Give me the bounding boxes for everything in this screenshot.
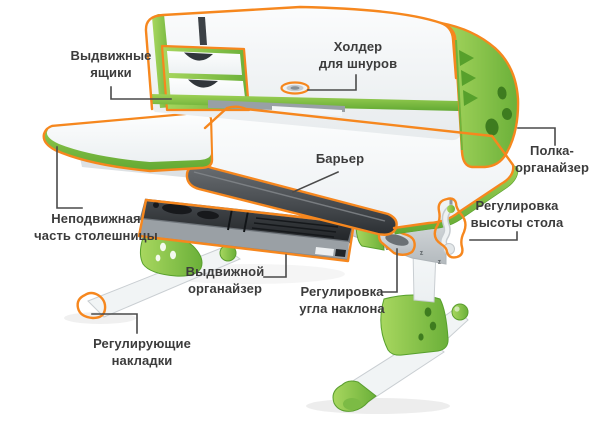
callout-barrier bbox=[291, 170, 340, 194]
hutch-shelf-edge bbox=[150, 94, 459, 111]
label-line: органайзер bbox=[187, 280, 263, 296]
callout-pullout-organizer bbox=[263, 254, 287, 278]
label-line: Выдвижные bbox=[70, 48, 152, 63]
label-line: органайзер bbox=[514, 159, 590, 175]
label-height-adjustment: Регулировка высоты стола bbox=[471, 198, 564, 231]
hutch-outline bbox=[144, 5, 458, 111]
callout-shelf-organizer bbox=[517, 127, 556, 146]
svg-text:z: z bbox=[419, 249, 424, 256]
label-line: ящики bbox=[90, 64, 132, 80]
pullout-organizer-tray bbox=[137, 198, 356, 263]
foot-pad-highlight bbox=[76, 291, 107, 320]
callout-tilt-adjustment bbox=[382, 248, 398, 293]
label-adjusting-pads: Регулирующие накладки bbox=[93, 336, 191, 369]
callout-lines bbox=[56, 74, 556, 334]
label-line: Регулировка bbox=[475, 198, 559, 213]
label-line: Выдвижной bbox=[185, 264, 265, 279]
label-tilt-adjustment: Регулировка угла наклона bbox=[299, 284, 384, 317]
drawer-unit bbox=[160, 44, 251, 112]
label-drawers: Выдвижные ящики bbox=[70, 48, 151, 81]
label-barrier: Барьер bbox=[316, 151, 364, 168]
label-line: угла наклона bbox=[299, 300, 385, 316]
label-line: для шнуров bbox=[318, 55, 398, 71]
label-line: накладки bbox=[111, 352, 173, 368]
fixed-tabletop bbox=[42, 111, 214, 173]
label-line: Регулирующие bbox=[93, 336, 191, 351]
callout-height-adjustment bbox=[469, 231, 518, 241]
label-line: Неподвижная bbox=[51, 211, 141, 226]
label-cable-holder: Холдер для шнуров bbox=[319, 39, 397, 72]
label-pullout-organizer: Выдвижной органайзер bbox=[186, 264, 265, 297]
shelf-divider bbox=[198, 17, 207, 45]
barrier bbox=[185, 163, 398, 236]
label-line: Регулировка bbox=[300, 284, 384, 299]
label-line: Холдер bbox=[333, 39, 383, 54]
label-line: Барьер bbox=[315, 151, 365, 166]
hutch bbox=[145, 7, 460, 141]
label-line: высоты стола bbox=[470, 214, 564, 230]
callout-fixed-tabletop bbox=[56, 146, 83, 209]
svg-text:z: z bbox=[437, 258, 442, 265]
callout-drawers bbox=[110, 86, 172, 100]
callout-adjusting-pads bbox=[91, 313, 138, 334]
height-crank-highlight bbox=[433, 197, 467, 259]
callout-cable-holder bbox=[307, 74, 357, 91]
label-fixed-tabletop: Неподвижная часть столешницы bbox=[34, 211, 158, 244]
label-line: Полка- bbox=[530, 143, 574, 158]
label-shelf-organizer: Полка- органайзер bbox=[515, 143, 589, 176]
side-organizer bbox=[439, 21, 520, 169]
cable-grommet-highlight bbox=[280, 81, 310, 95]
label-line: часть столешницы bbox=[34, 227, 158, 243]
